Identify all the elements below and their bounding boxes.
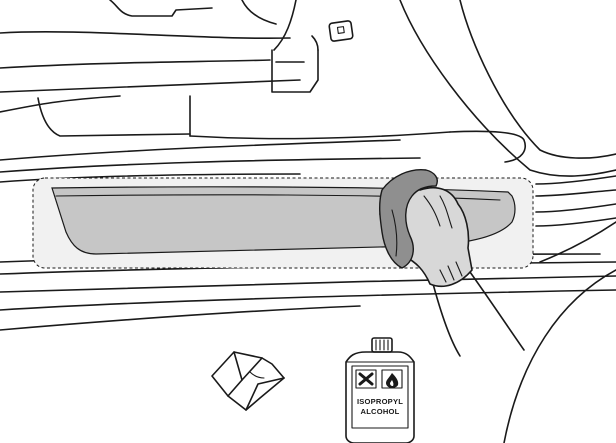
isopropyl-alcohol-bottle: ISOPROPYL ALCOHOL [346,338,414,443]
flame-icon [382,370,402,388]
folded-cloth-icon [212,352,284,410]
bottle-label-line2: ALCOHOL [361,407,400,416]
cross-icon [356,370,376,388]
bottle-label-line1: ISOPROPYL [357,397,403,406]
